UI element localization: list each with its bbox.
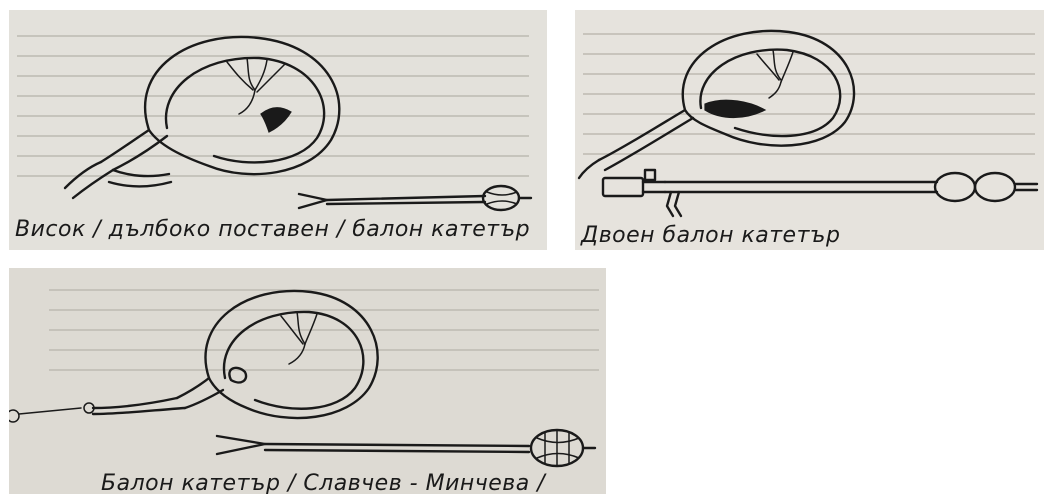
illustration-double-balloon-catheter: Двоен балон катетър bbox=[575, 10, 1044, 250]
diagram-1: Висок / дълбоко поставен / балон катетър bbox=[9, 10, 547, 250]
caption-2: Двоен балон катетър bbox=[580, 223, 840, 248]
eye-drawing bbox=[65, 37, 339, 198]
double-balloon-catheter-drawing bbox=[603, 170, 1037, 216]
eye-drawing bbox=[579, 31, 854, 178]
diagram-2: Двоен балон катетър bbox=[575, 10, 1044, 250]
caption-3: Балон катетър / Славчев - Минчева / bbox=[101, 471, 547, 494]
illustration-high-deep-balloon-catheter: Висок / дълбоко поставен / балон катетър bbox=[9, 10, 547, 250]
balloon-catheter-drawing bbox=[299, 186, 531, 210]
diagram-3: Балон катетър / Славчев - Минчева / bbox=[9, 268, 606, 494]
background-text-lines bbox=[17, 36, 529, 176]
background-text-lines bbox=[49, 290, 599, 370]
caption-1: Висок / дълбоко поставен / балон катетър bbox=[15, 217, 530, 242]
illustration-slavchev-mincheva-balloon-catheter: Балон катетър / Славчев - Минчева / bbox=[9, 268, 606, 494]
background-text-lines bbox=[583, 34, 1035, 154]
